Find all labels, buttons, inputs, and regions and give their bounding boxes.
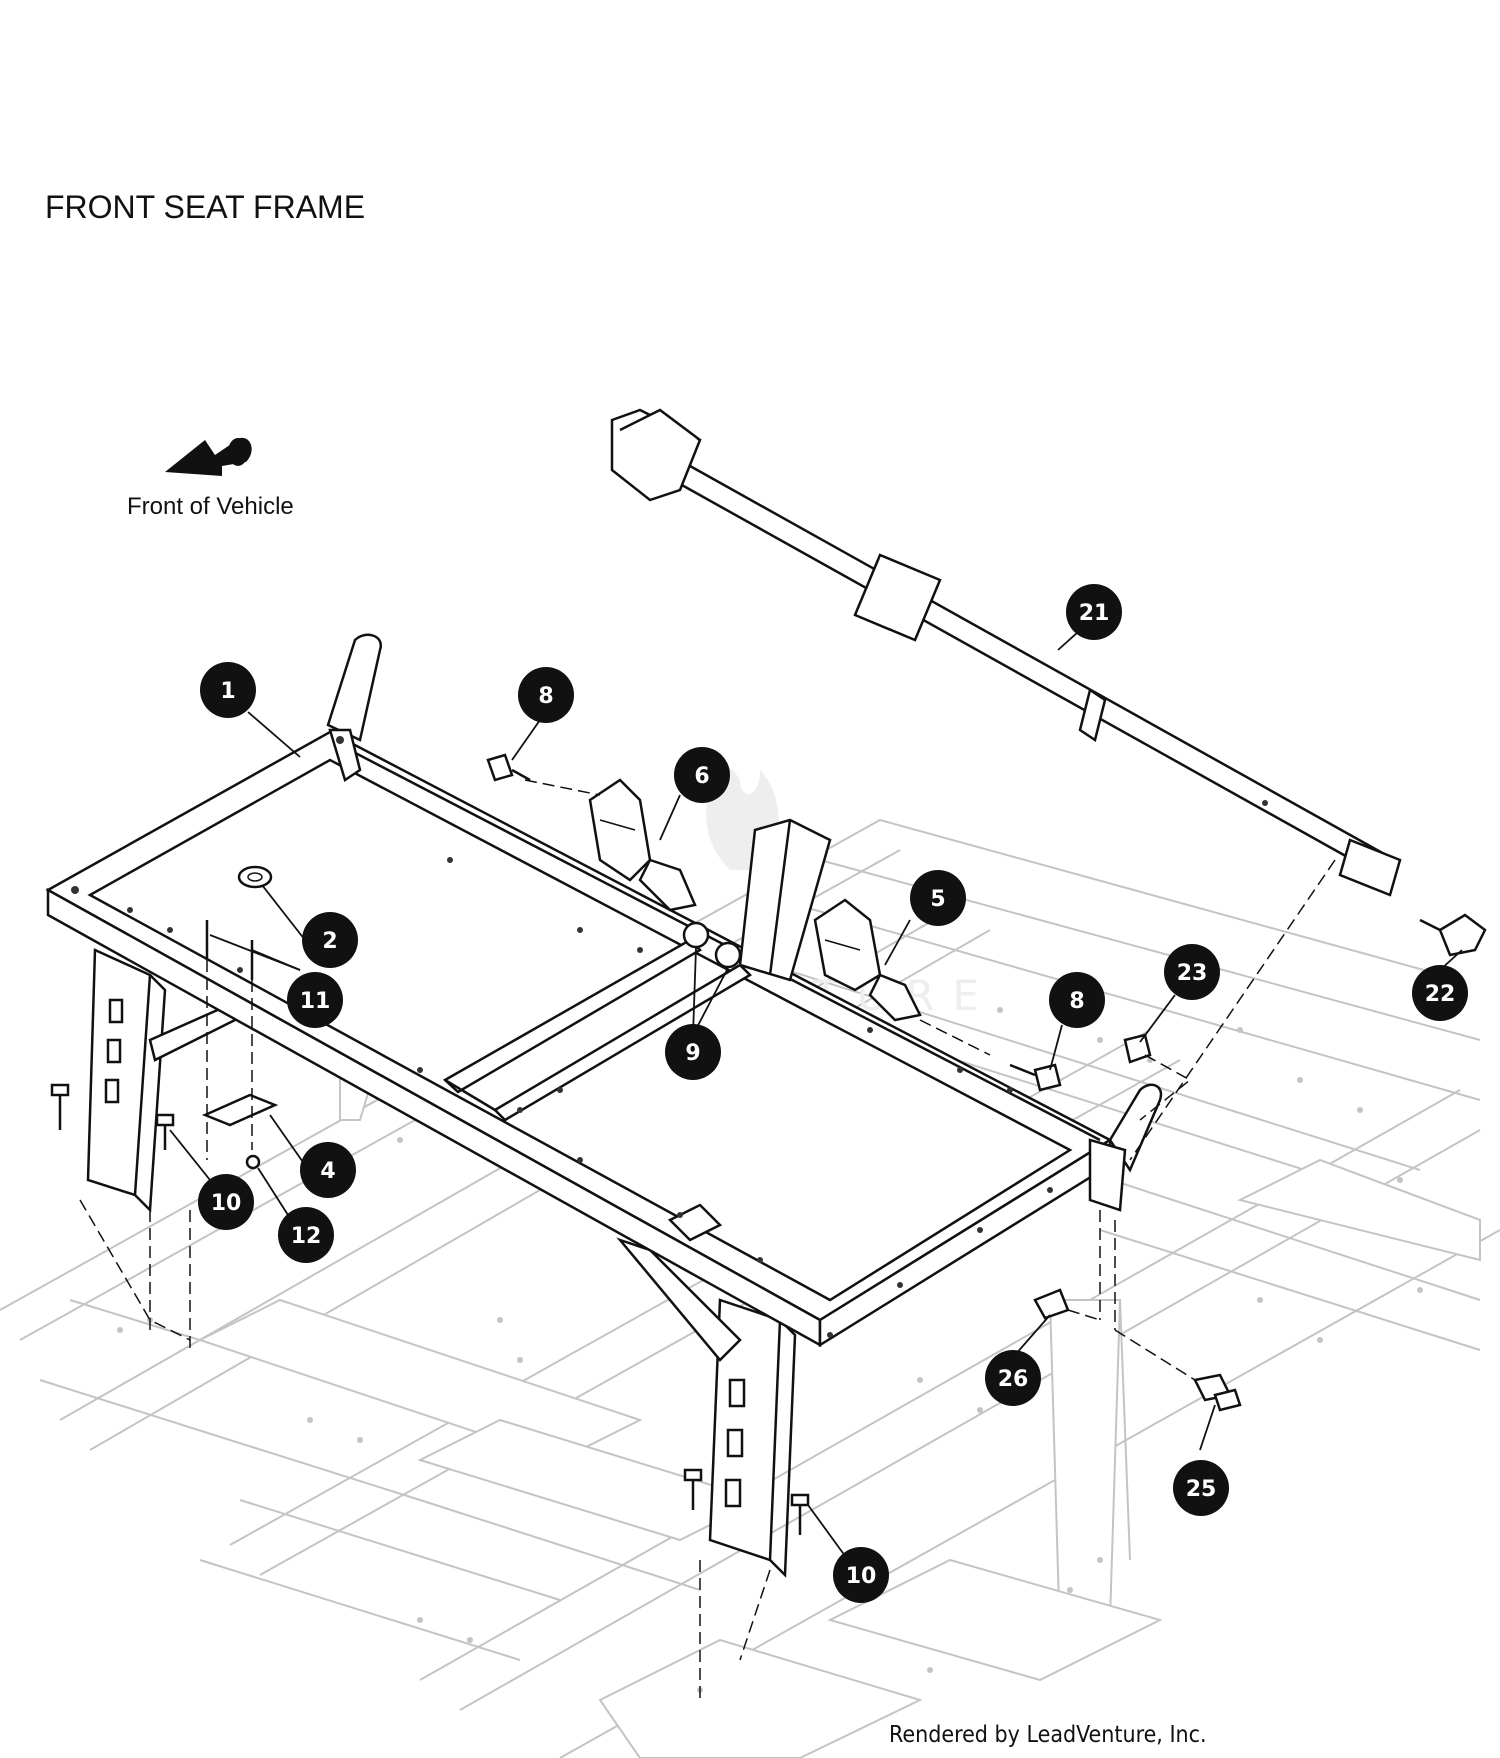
callout-4: 4 (300, 1142, 356, 1198)
callout-21: 21 (1066, 584, 1122, 640)
callout-badges: 1 2 4 5 6 8 8 9 (198, 584, 1468, 1603)
vehicle-chassis-background (0, 818, 1500, 1758)
callout-5: 5 (910, 870, 966, 926)
credit-text: Rendered by LeadVenture, Inc. (889, 1722, 1207, 1748)
svg-text:2: 2 (322, 929, 337, 954)
callout-26: 26 (985, 1350, 1041, 1406)
callout-10-left: 10 (198, 1174, 254, 1230)
svg-text:10: 10 (211, 1191, 242, 1216)
callout-25: 25 (1173, 1460, 1229, 1516)
callout-2: 2 (302, 912, 358, 968)
callout-8-upper: 8 (518, 667, 574, 723)
seat-frame (45, 633, 1163, 1578)
svg-text:8: 8 (538, 684, 553, 709)
svg-text:4: 4 (320, 1159, 335, 1184)
svg-text:23: 23 (1177, 961, 1208, 986)
seat-belt-buckle-6 (588, 778, 697, 912)
callout-8-lower: 8 (1049, 972, 1105, 1028)
svg-text:6: 6 (694, 764, 709, 789)
front-indicator: Front of Vehicle (127, 437, 294, 520)
callout-6: 6 (674, 747, 730, 803)
svg-text:8: 8 (1069, 989, 1084, 1014)
front-of-vehicle-label: Front of Vehicle (127, 493, 294, 520)
svg-text:9: 9 (685, 1041, 700, 1066)
svg-text:1: 1 (220, 679, 235, 704)
svg-text:10: 10 (846, 1564, 877, 1589)
svg-text:21: 21 (1079, 601, 1110, 626)
seat-belt-buckle-5 (813, 898, 922, 1022)
callout-9: 9 (665, 1024, 721, 1080)
svg-text:11: 11 (300, 989, 331, 1014)
fasteners (50, 753, 1487, 1535)
callout-11: 11 (287, 972, 343, 1028)
svg-text:5: 5 (930, 887, 945, 912)
page-title: FRONT SEAT FRAME (45, 189, 365, 225)
leader-lines (169, 631, 1463, 1561)
svg-text:12: 12 (291, 1224, 322, 1249)
stabilizer-bar (610, 408, 1402, 897)
arrow-icon (165, 437, 252, 476)
svg-text:26: 26 (998, 1367, 1029, 1392)
assembly-lines (79, 779, 1336, 1700)
svg-text:22: 22 (1425, 982, 1456, 1007)
callout-1: 1 (200, 662, 256, 718)
callout-12: 12 (278, 1207, 334, 1263)
callout-10-right: 10 (833, 1547, 889, 1603)
callout-23: 23 (1164, 944, 1220, 1000)
callout-22: 22 (1412, 965, 1468, 1021)
svg-text:25: 25 (1186, 1477, 1217, 1502)
